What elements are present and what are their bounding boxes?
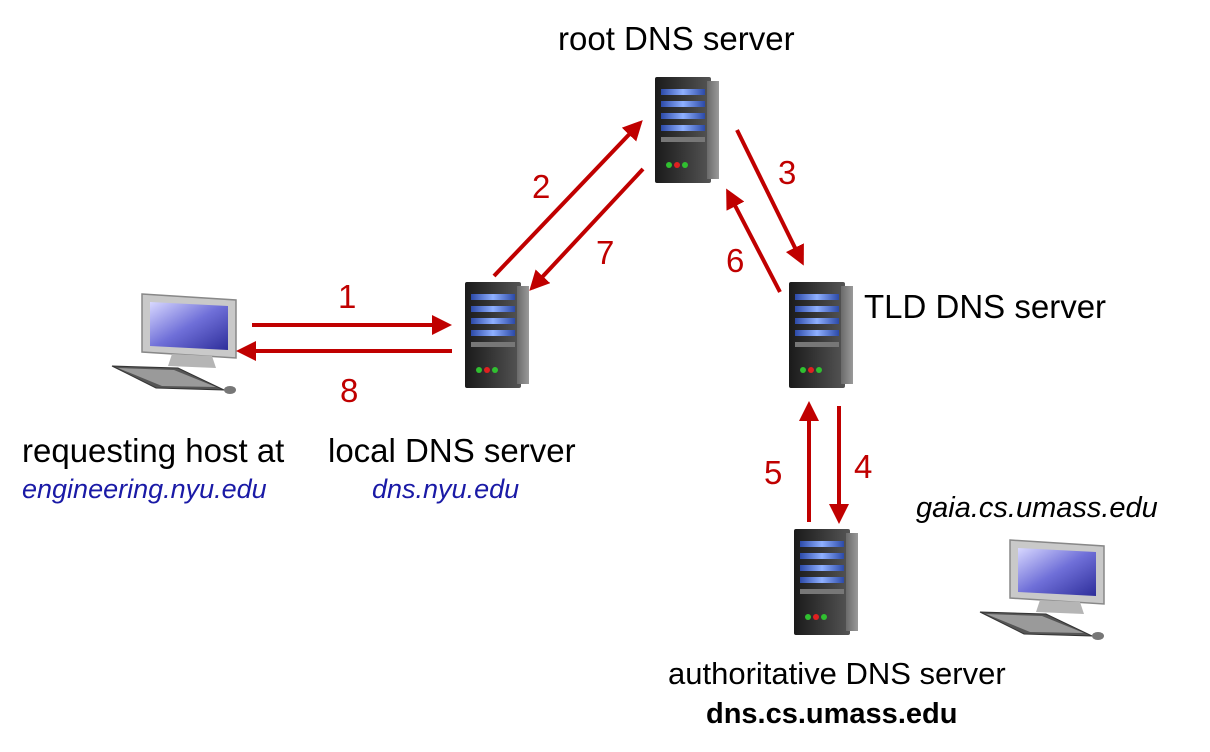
arrow-3 (735, 129, 804, 266)
local-server-host: dns.nyu.edu (372, 474, 520, 504)
step-7-label: 7 (596, 234, 615, 271)
arrow-7 (529, 167, 645, 291)
arrow-6 (726, 188, 782, 293)
authoritative-server-host: dns.cs.umass.edu (706, 698, 958, 730)
authoritative-server-icon (794, 529, 858, 635)
tld-server-label: TLD DNS server (864, 288, 1107, 325)
step-1-label: 1 (338, 278, 357, 315)
step-3-label: 3 (778, 154, 797, 191)
step-8-label: 8 (340, 372, 359, 409)
root-server-icon (655, 77, 719, 183)
step-2-label: 2 (532, 168, 551, 205)
target-host-name: gaia.cs.umass.edu (916, 492, 1158, 524)
requesting-host-label: requesting host at (22, 432, 285, 469)
tld-server-icon (789, 282, 853, 388)
requesting-host-name: engineering.nyu.edu (22, 474, 267, 504)
target-host-computer-icon (979, 539, 1105, 641)
step-5-label: 5 (764, 454, 783, 491)
authoritative-server-label: authoritative DNS server (668, 656, 1006, 691)
requesting-host-computer-icon (111, 293, 237, 395)
root-server-label: root DNS server (558, 20, 795, 57)
arrow-2 (492, 120, 643, 278)
local-server-label: local DNS server (328, 432, 576, 469)
step-6-label: 6 (726, 242, 745, 279)
local-server-icon (465, 282, 529, 388)
step-4-label: 4 (854, 448, 873, 485)
